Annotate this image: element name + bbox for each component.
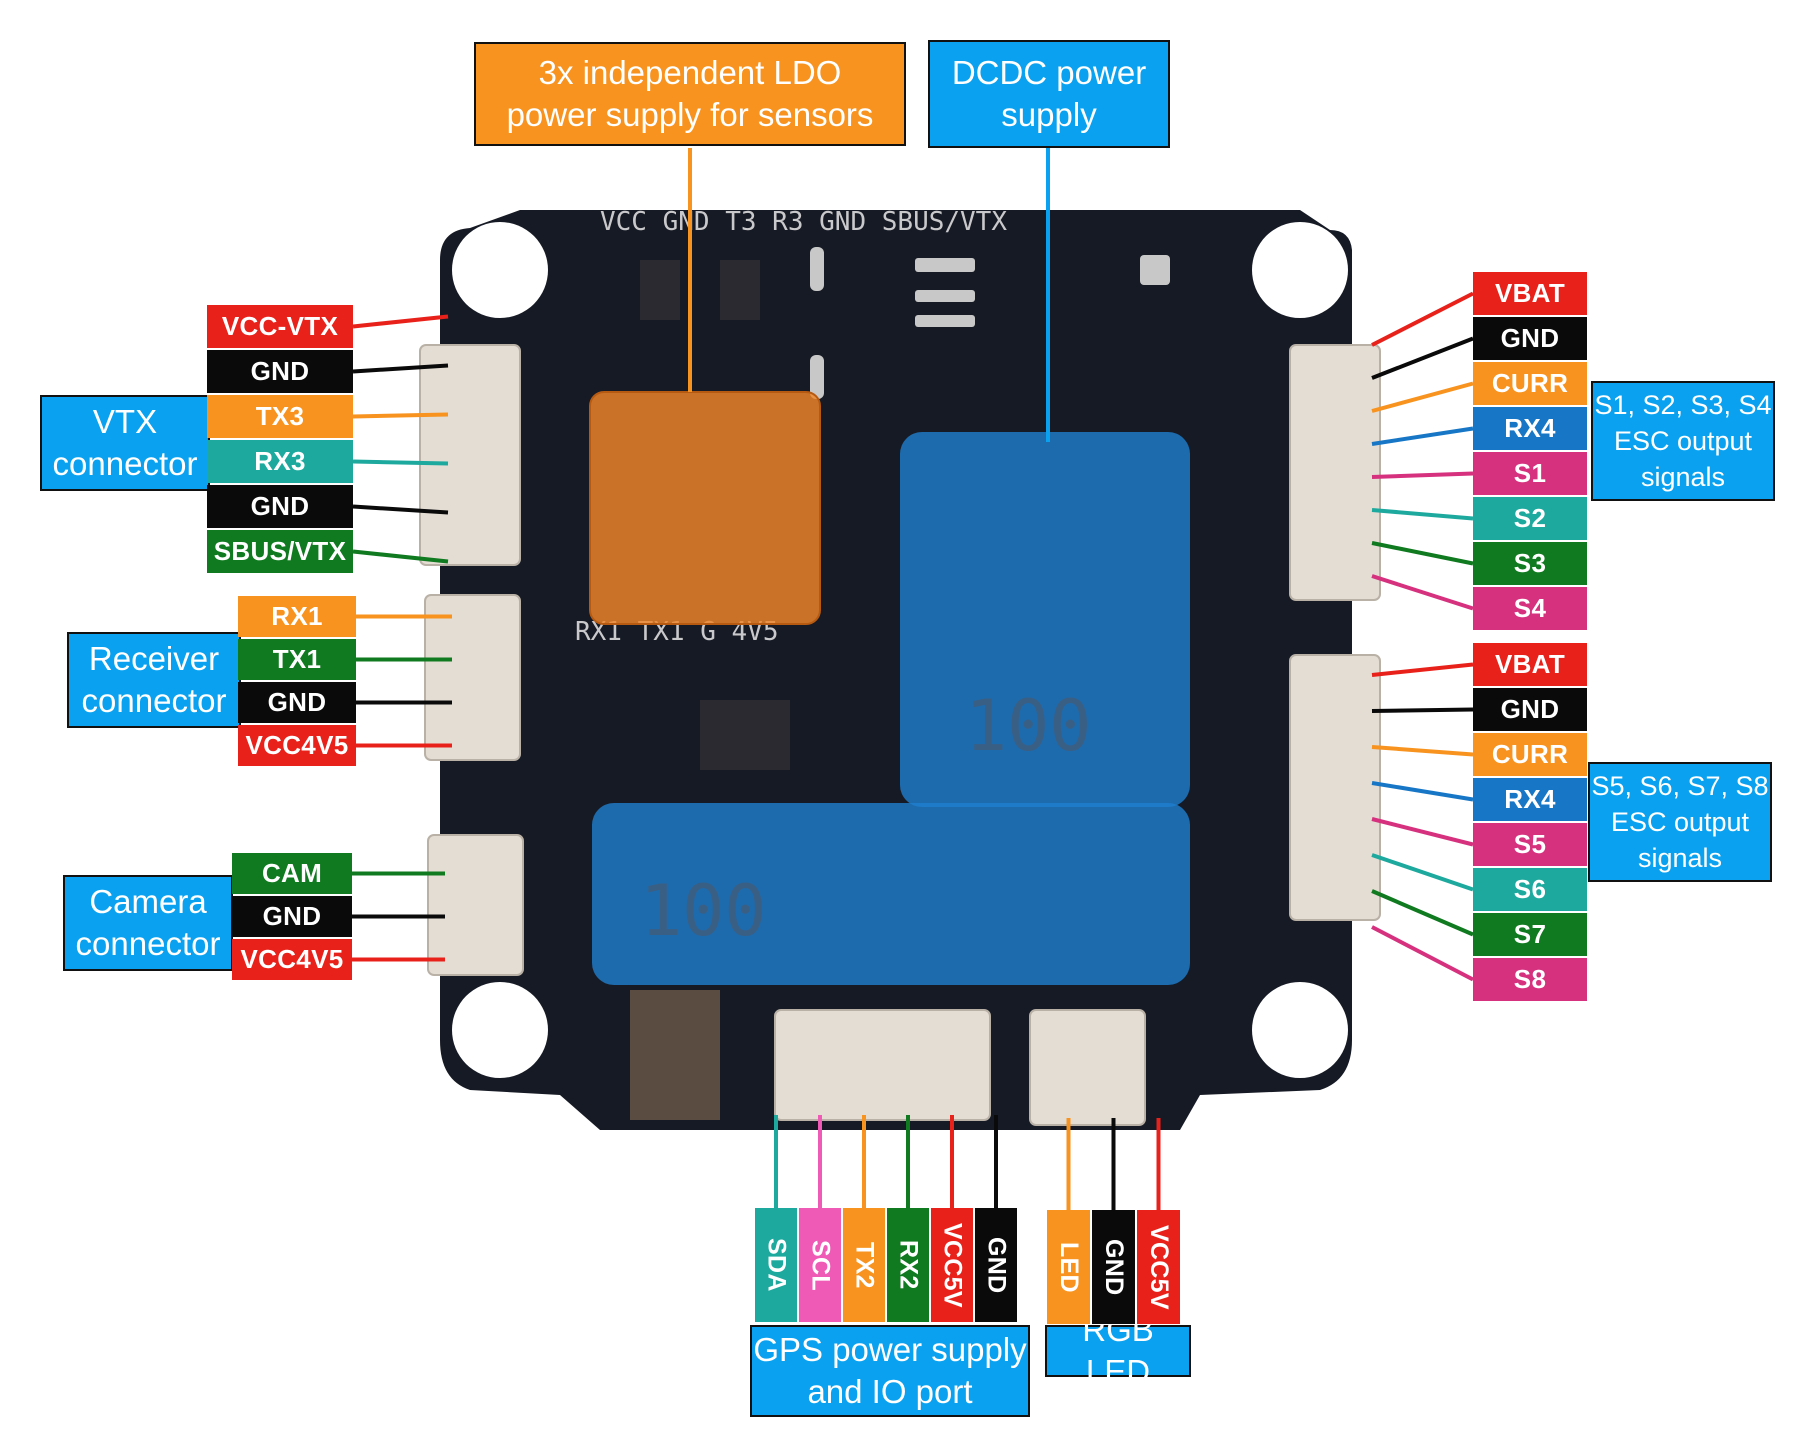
gps_pins-pin-label: SCL: [799, 1208, 841, 1322]
pcb-board: [440, 210, 1352, 1130]
esc_bottom_pins-pin-label: S8: [1473, 958, 1587, 1001]
pin-wire: [352, 549, 449, 564]
camera_pins-pin-label: CAM: [232, 853, 352, 894]
esc_top_pins-pin-label: VBAT: [1473, 272, 1587, 315]
pin-wire: [1371, 336, 1474, 380]
esc_bottom_pins-pin-label: CURR: [1473, 733, 1587, 776]
pin-wire: [352, 314, 449, 329]
pin-wire: [1371, 426, 1474, 446]
gps-callout: GPS power supply and IO port: [750, 1325, 1030, 1417]
pin-wire: [352, 459, 449, 466]
gps_pins-pin-label: GND: [975, 1208, 1017, 1322]
pin-wire: [1371, 925, 1474, 982]
esc_top_pins-pin-label: S2: [1473, 497, 1587, 540]
pin-wire: [352, 504, 449, 515]
silk-vtx-header: VCC GND T3 R3 GND SBUS/VTX: [600, 207, 1007, 237]
receiver_pins-pin-label: VCC4V5: [238, 725, 356, 766]
pin-wire: [1371, 781, 1474, 802]
esc-bottom-callout: S5, S6, S7, S8 ESC output signals: [1588, 762, 1772, 882]
vtx_pins-pin-label: GND: [207, 350, 353, 393]
pin-wire: [1371, 471, 1474, 479]
silk-inductor-1: 100: [965, 685, 1091, 767]
vtx-connector-housing: [419, 344, 521, 566]
vtx-connector-callout: VTX connector: [40, 395, 210, 491]
receiver-connector-callout: Receiver connector: [67, 632, 241, 728]
esc_bottom_pins-pin-label: S5: [1473, 823, 1587, 866]
dcdc-highlight-lower: [592, 803, 1190, 985]
ldo-callout: 3x independent LDO power supply for sens…: [474, 42, 906, 146]
dcdc-callout: DCDC power supply: [928, 40, 1170, 148]
rgb-led-callout: RGB LED: [1045, 1311, 1191, 1390]
pin-wire: [1371, 291, 1474, 347]
receiver_pins-pin-label: TX1: [238, 639, 356, 680]
dcdc-highlight-upper: [900, 432, 1190, 807]
pin-wire: [1371, 574, 1474, 611]
esc_top_pins-pin-label: S3: [1473, 542, 1587, 585]
vtx_pins-pin-label: RX3: [207, 440, 353, 483]
receiver_pins-pin-label: RX1: [238, 596, 356, 637]
mount-hole-top-right: [1252, 222, 1348, 318]
pin-wire: [352, 363, 449, 374]
mount-hole-bottom-left: [452, 982, 548, 1078]
gps_pins-pin-label: TX2: [843, 1208, 885, 1322]
pin-wire: [1371, 541, 1474, 566]
pin-wire: [1371, 707, 1474, 713]
esc-top-callout: S1, S2, S3, S4 ESC output signals: [1591, 381, 1775, 501]
esc_top_pins-pin-label: GND: [1473, 317, 1587, 360]
rgb_pins-pin-label: LED: [1047, 1210, 1090, 1324]
esc-top-connector-housing: [1289, 344, 1381, 601]
esc_top_pins-pin-label: S1: [1473, 452, 1587, 495]
gps-connector-housing: [774, 1009, 991, 1121]
pin-wire: [1371, 381, 1474, 413]
pin-wire: [1371, 817, 1474, 847]
rgb-connector-housing: [1029, 1009, 1146, 1126]
receiver-connector-housing: [424, 594, 521, 761]
pin-wire: [1371, 889, 1474, 937]
rgb_pins-pin-label: VCC5V: [1137, 1210, 1180, 1324]
pin-wire: [1371, 745, 1474, 757]
esc_bottom_pins-pin-label: GND: [1473, 688, 1587, 731]
pin-wire: [1371, 662, 1474, 677]
rgb_pins-pin-label: GND: [1092, 1210, 1135, 1324]
vtx_pins-pin-label: TX3: [207, 395, 353, 438]
camera_pins-pin-label: VCC4V5: [232, 939, 352, 980]
camera_pins-pin-label: GND: [232, 896, 352, 937]
esc_top_pins-pin-label: RX4: [1473, 407, 1587, 450]
esc_bottom_pins-pin-label: VBAT: [1473, 643, 1587, 686]
mount-hole-top-left: [452, 222, 548, 318]
receiver_pins-pin-label: GND: [238, 682, 356, 723]
gps_pins-pin-label: SDA: [755, 1208, 797, 1322]
pin-wires: [352, 291, 1474, 1210]
pin-wire: [352, 412, 449, 419]
esc_bottom_pins-pin-label: S6: [1473, 868, 1587, 911]
gps_pins-pin-label: RX2: [887, 1208, 929, 1322]
ldo-highlight: [589, 391, 821, 625]
esc-bottom-connector-housing: [1289, 654, 1381, 921]
esc_bottom_pins-pin-label: RX4: [1473, 778, 1587, 821]
mount-hole-bottom-right: [1252, 982, 1348, 1078]
esc_bottom_pins-pin-label: S7: [1473, 913, 1587, 956]
vtx_pins-pin-label: VCC-VTX: [207, 305, 353, 348]
camera-connector-housing: [427, 834, 524, 976]
vtx_pins-pin-label: SBUS/VTX: [207, 530, 353, 573]
pin-wire: [1371, 508, 1474, 521]
camera-connector-callout: Camera connector: [63, 875, 233, 971]
pin-wire: [1371, 853, 1474, 892]
esc_top_pins-pin-label: S4: [1473, 587, 1587, 630]
vtx_pins-pin-label: GND: [207, 485, 353, 528]
silk-inductor-2: 100: [640, 870, 766, 952]
esc_top_pins-pin-label: CURR: [1473, 362, 1587, 405]
gps_pins-pin-label: VCC5V: [931, 1208, 973, 1322]
